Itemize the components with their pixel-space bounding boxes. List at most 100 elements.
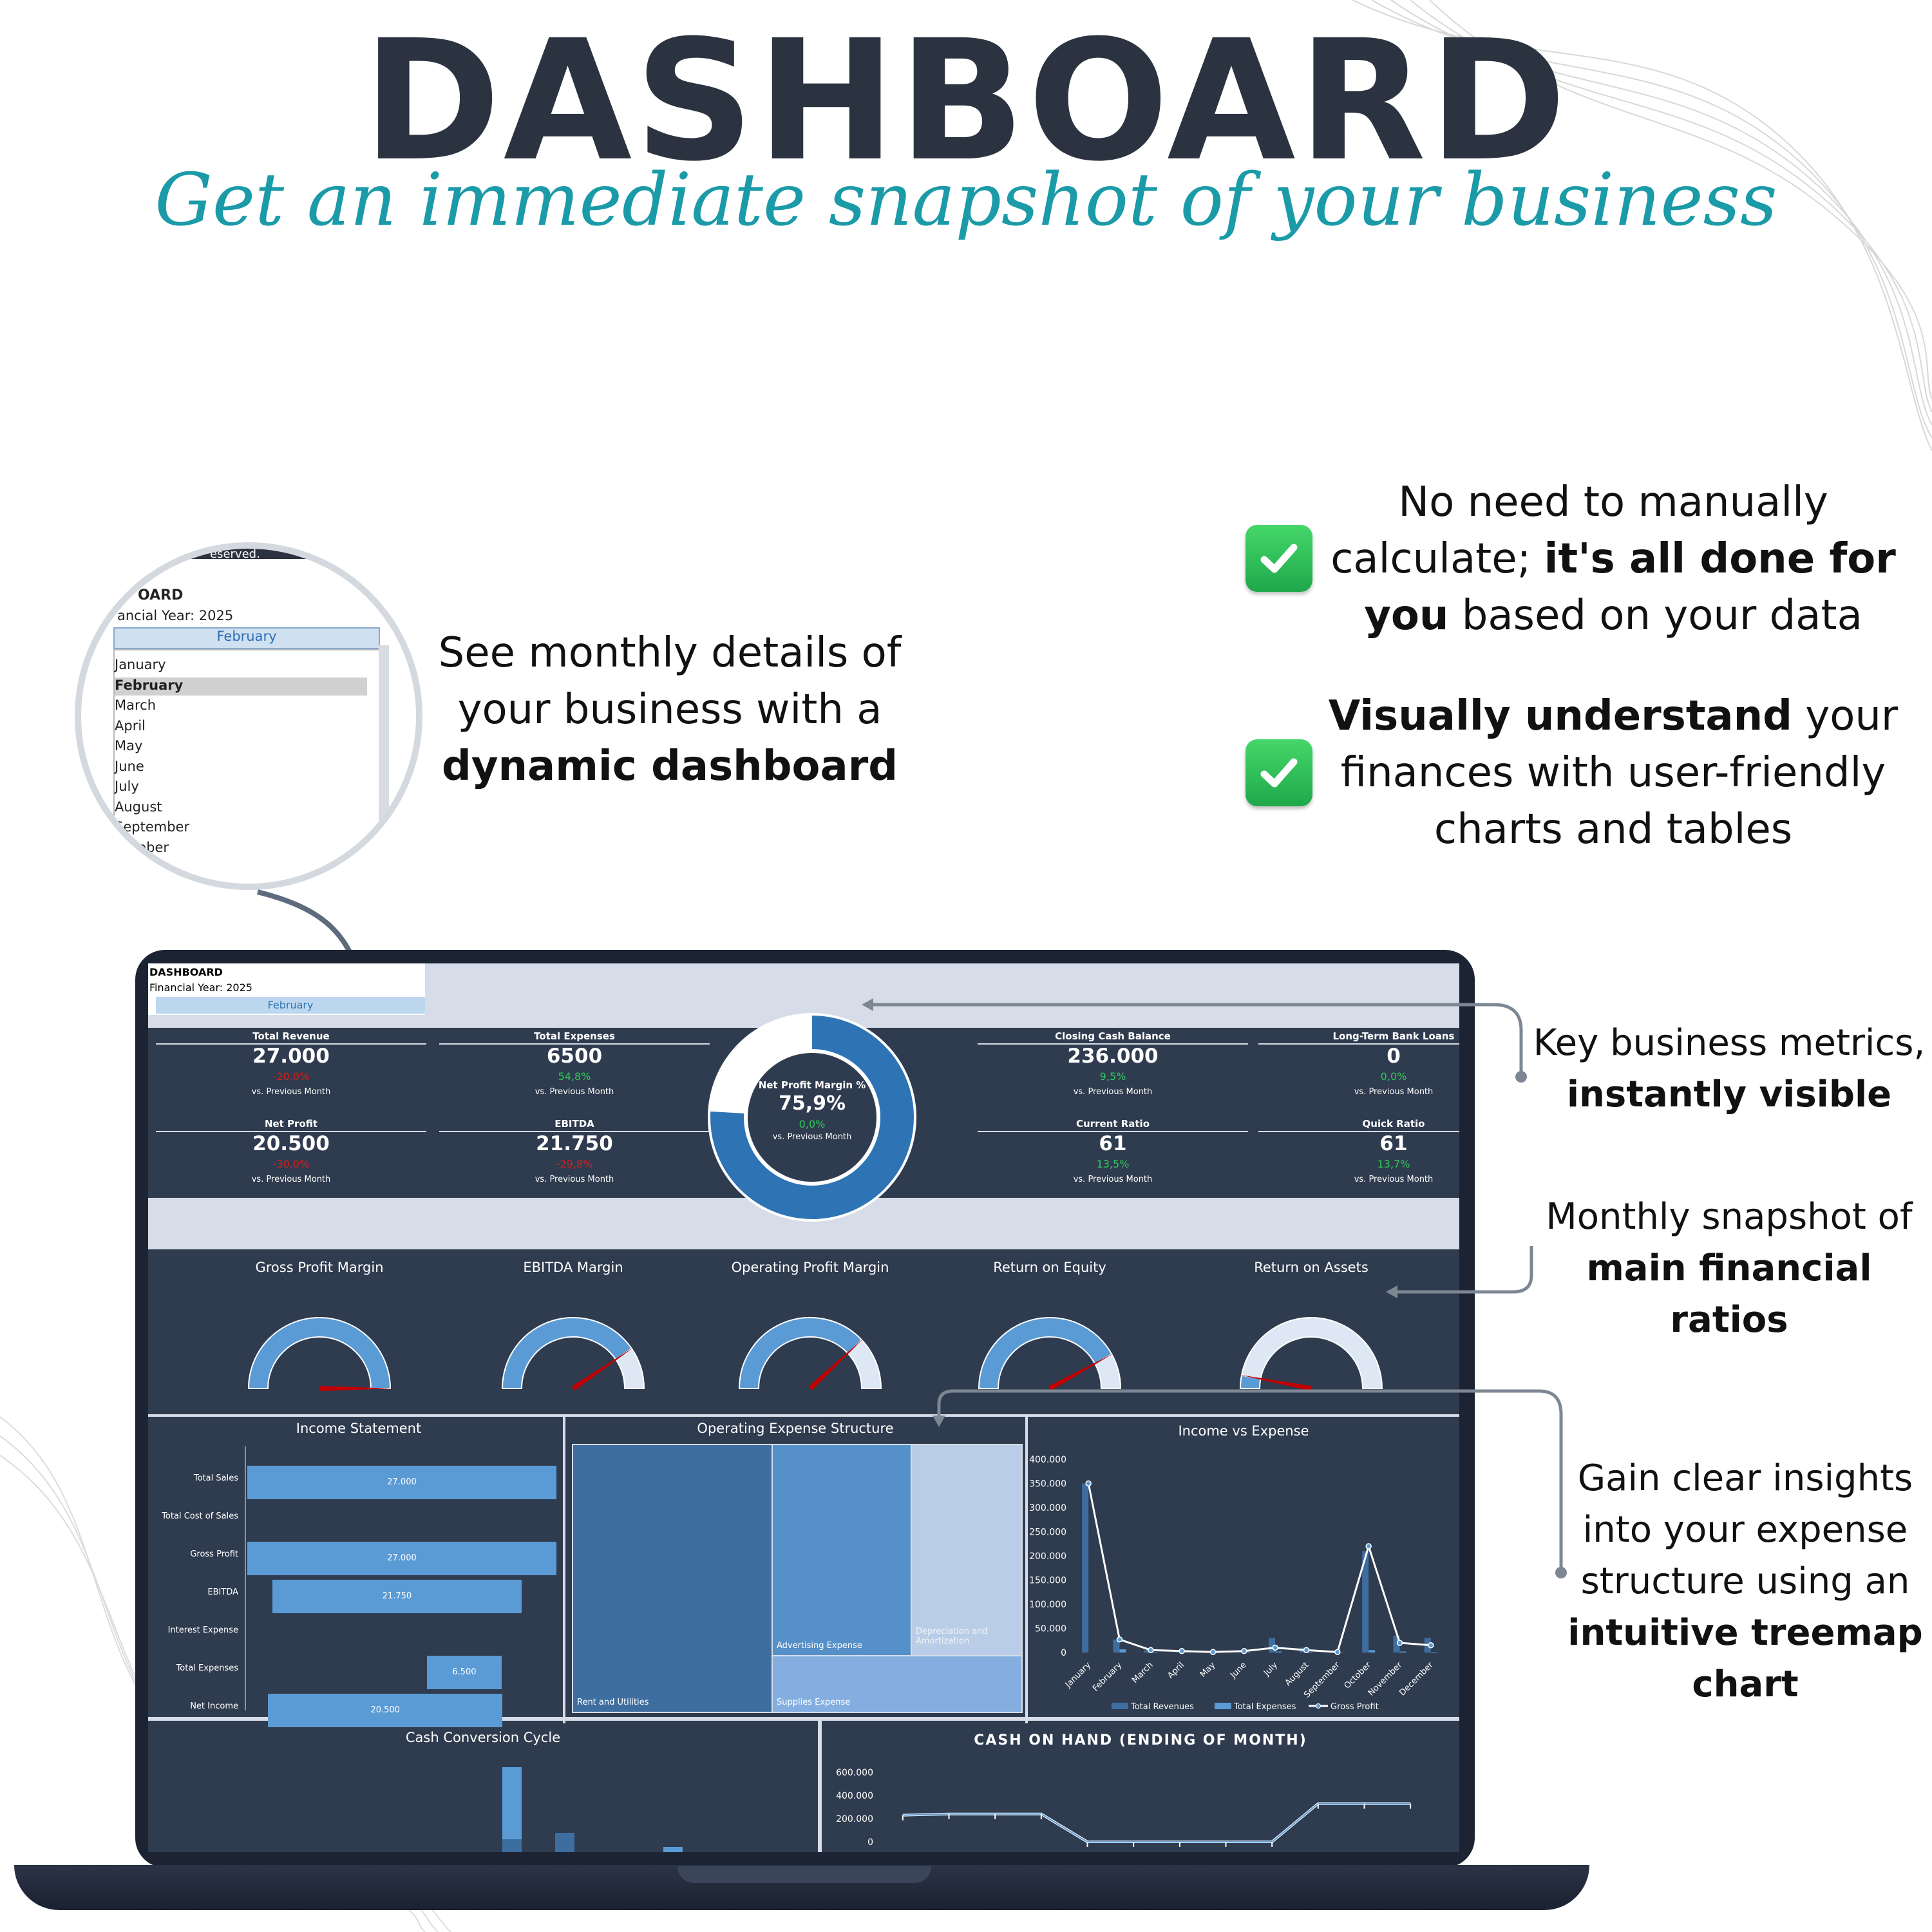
bar-total-expenses: [1368, 1650, 1376, 1653]
month-option[interactable]: April: [115, 717, 146, 734]
income-row-label: Total Expenses: [176, 1663, 238, 1673]
kpi-label: Total Revenue: [252, 1030, 330, 1042]
month-option[interactable]: May: [115, 738, 143, 753]
donut-center: [748, 1053, 876, 1182]
bar-total-revenues: [1113, 1639, 1120, 1653]
y-tick-label: 0: [867, 1837, 873, 1848]
treemap-title: Operating Expense Structure: [697, 1421, 894, 1436]
kpi-change: 9,5%: [1099, 1070, 1126, 1083]
gauge-fill: [978, 1317, 1113, 1389]
month-option[interactable]: August: [115, 799, 162, 815]
donut-value-arc: [710, 1016, 914, 1219]
gauge-chart: [1238, 1317, 1383, 1391]
y-tick-label: 250.000: [1029, 1528, 1066, 1538]
point-gross-profit: [1334, 1649, 1341, 1655]
donut-sub: vs. Previous Month: [772, 1132, 852, 1142]
bar-total-expenses: [1182, 1652, 1189, 1653]
legend-label: Total Expenses: [1233, 1702, 1296, 1712]
treemap-label: Supplies Expense: [777, 1698, 851, 1707]
bar-total-expenses: [1275, 1651, 1282, 1653]
month-option[interactable]: r: [115, 880, 120, 890]
kpi-sub: vs. Previous Month: [535, 1087, 614, 1097]
gauge-needle: [319, 1386, 394, 1391]
month-option[interactable]: July: [115, 779, 139, 794]
feature-visual-text: Visually understand your finances with u…: [1328, 692, 1899, 853]
kpi-sub: vs. Previous Month: [1354, 1087, 1434, 1097]
ccc-bar: [663, 1847, 683, 1852]
y-tick-label: 200.000: [1029, 1551, 1066, 1562]
gauge-needle: [1238, 1374, 1312, 1391]
line-gross-profit: [1087, 1483, 1431, 1653]
point-gross-profit: [1148, 1647, 1154, 1653]
y-tick-label: 350.000: [1029, 1479, 1066, 1490]
month-option[interactable]: September: [115, 819, 190, 835]
y-tick-label: 400.000: [1029, 1455, 1066, 1465]
kpi-value: 61: [1379, 1132, 1408, 1155]
legend-label: Gross Profit: [1331, 1702, 1379, 1712]
cash-on-hand-line: [902, 1802, 1411, 1843]
bar-total-expenses: [1119, 1649, 1126, 1653]
kpi-value: 236.000: [1067, 1045, 1159, 1068]
gauge-needle: [1048, 1352, 1115, 1391]
treemap-cell: [573, 1445, 772, 1712]
income-row-label: Gross Profit: [190, 1549, 238, 1559]
point-gross-profit: [1085, 1480, 1092, 1487]
income-bar: [427, 1656, 502, 1689]
gauge-remainder: [1094, 1353, 1122, 1389]
x-tick-label: December: [1397, 1660, 1435, 1698]
income-bar-value: 27.000: [387, 1553, 417, 1563]
income-bar: [272, 1580, 522, 1613]
legend-swatch: [1112, 1703, 1128, 1709]
month-option[interactable]: January: [115, 657, 166, 672]
income-bar-value: 27.000: [387, 1477, 417, 1487]
gauge-needle: [571, 1347, 635, 1391]
kpi-label: Long-Term Bank Loans: [1332, 1030, 1455, 1042]
bar-total-expenses: [1399, 1651, 1406, 1653]
laptop-notch: [677, 1866, 931, 1883]
bar-total-expenses: [1150, 1652, 1157, 1653]
income-row-label: Total Cost of Sales: [162, 1511, 238, 1521]
cash-conversion-title: Cash Conversion Cycle: [405, 1730, 561, 1745]
bar-total-expenses: [1430, 1652, 1437, 1653]
scrollbar[interactable]: [379, 645, 389, 884]
kpi-value: 21.750: [536, 1132, 613, 1155]
gauge-fill: [501, 1317, 633, 1389]
income-statement-title: Income Statement: [296, 1421, 422, 1436]
kpi-sub: vs. Previous Month: [251, 1175, 331, 1184]
point-gross-profit: [1365, 1543, 1372, 1549]
legend-label: Total Revenues: [1130, 1702, 1194, 1712]
income-row-label: Interest Expense: [167, 1625, 238, 1635]
feature-monthly-text: See monthly details of your business wit…: [438, 629, 902, 790]
month-selector[interactable]: February: [156, 997, 425, 1014]
gauge-fill: [247, 1316, 392, 1389]
month-option[interactable]: October: [115, 839, 169, 855]
kpi-sub: vs. Previous Month: [251, 1087, 331, 1097]
kpi-sub: vs. Previous Month: [1354, 1175, 1434, 1184]
income-bar: [247, 1542, 556, 1575]
kpi-change: -20,0%: [272, 1070, 310, 1083]
gauge-label: Return on Assets: [1254, 1260, 1368, 1275]
gauge-chart: [247, 1316, 394, 1391]
x-tick-label: January: [1063, 1660, 1093, 1690]
kpi-sub: vs. Previous Month: [535, 1175, 614, 1184]
month-option[interactable]: ember: [115, 860, 159, 875]
y-tick-label: 100.000: [1029, 1600, 1066, 1610]
gauge-chart: [738, 1317, 882, 1390]
financial-year: Financial Year: 2025: [149, 981, 252, 994]
month-option[interactable]: February: [115, 677, 367, 696]
ccc-bar: [502, 1767, 522, 1852]
gauge-chart: [978, 1317, 1122, 1391]
month-select[interactable]: February: [113, 627, 380, 649]
x-tick-label: February: [1091, 1660, 1124, 1694]
income-bar-value: 6.500: [452, 1667, 477, 1677]
y-tick-label: 400.000: [836, 1791, 873, 1801]
treemap-cell: [912, 1445, 1021, 1655]
treemap-cell: [773, 1445, 911, 1655]
month-option[interactable]: June: [115, 758, 144, 774]
kpi-value: 27.000: [252, 1045, 330, 1068]
gauge-remainder: [614, 1347, 645, 1389]
month-option[interactable]: March: [115, 697, 156, 713]
x-tick-label: July: [1262, 1660, 1280, 1678]
bar-total-revenues: [1393, 1635, 1400, 1653]
gauge-label: Operating Profit Margin: [731, 1260, 889, 1275]
